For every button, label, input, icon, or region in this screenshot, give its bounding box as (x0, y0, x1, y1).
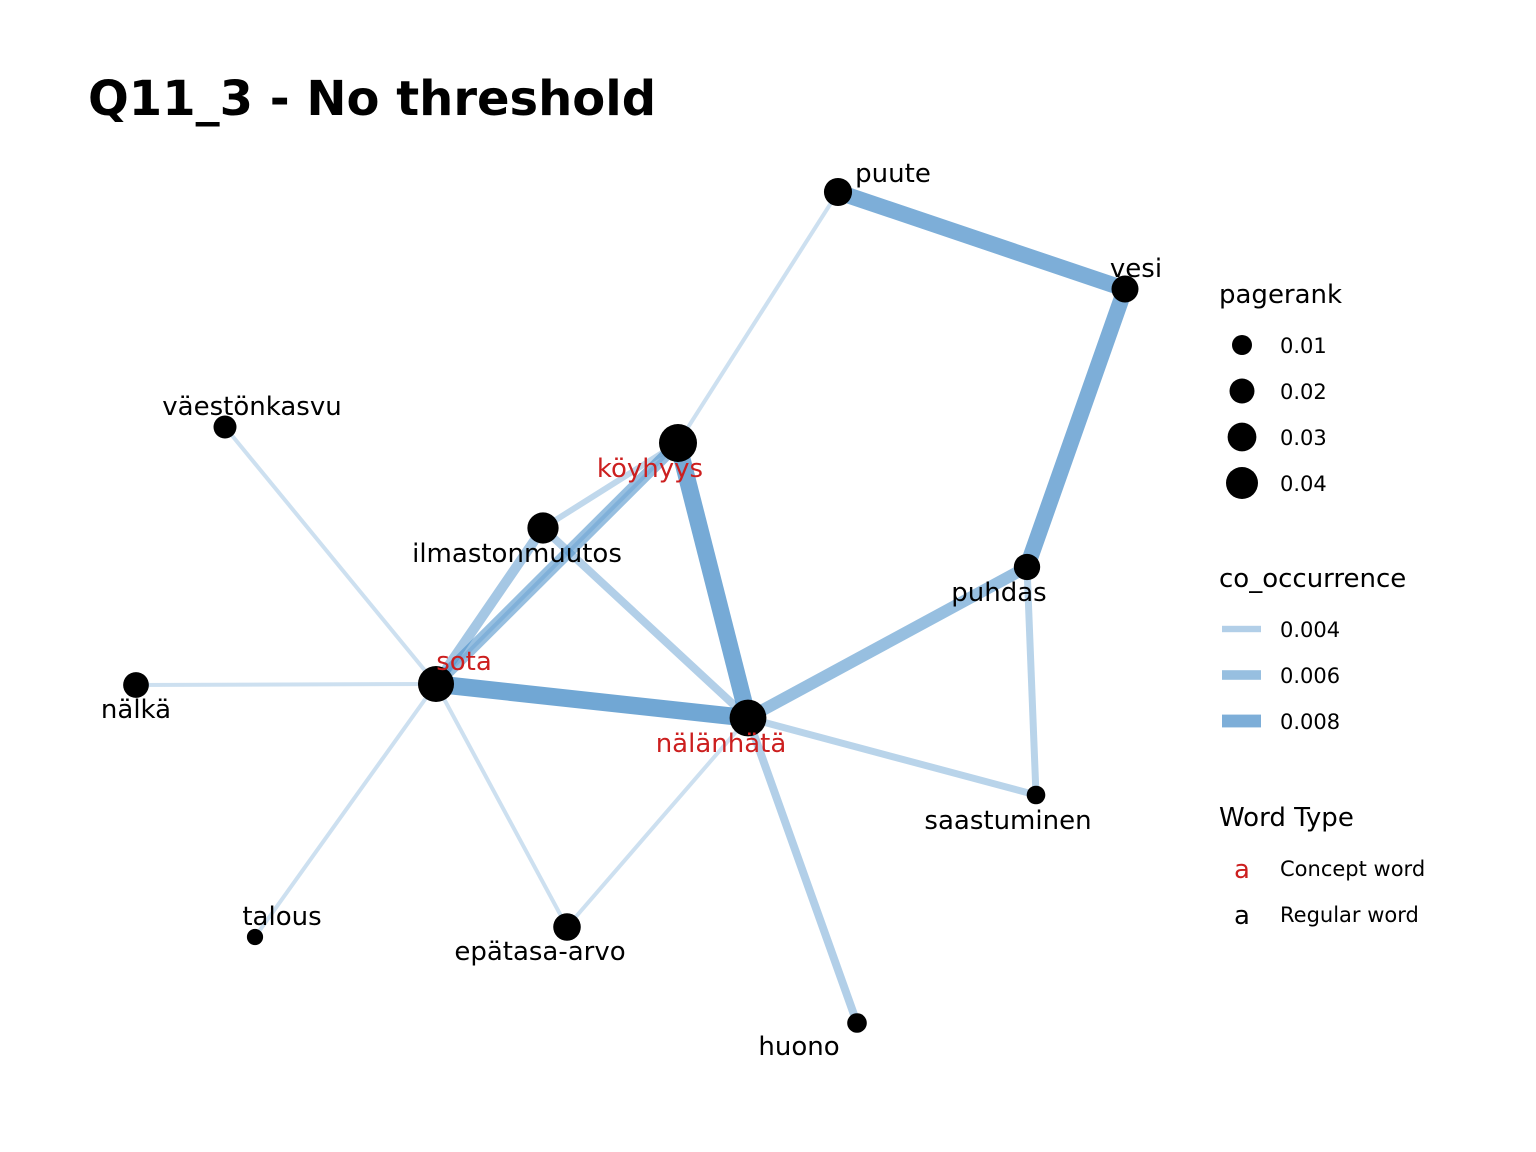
edges-layer (135, 184, 1133, 1025)
node-label-saastuminen: saastuminen (924, 806, 1091, 836)
node-vaestonkasvu (213, 415, 237, 439)
node-koyhyys (659, 424, 697, 462)
edge-puhdas-nalanhata (745, 561, 1030, 724)
node-sota (417, 665, 455, 703)
legend-co-occurrence-swatch-0 (1222, 625, 1261, 633)
edge-vesi-puhdas (1019, 286, 1133, 570)
legend-word-type-key-0: a (1234, 855, 1250, 885)
node-label-sota: sota (436, 647, 492, 677)
node-nalanhata (729, 699, 767, 737)
edge-ilmastonmuutos-nalanhata (540, 525, 751, 721)
legend-pagerank-label-1: 0.02 (1280, 380, 1327, 404)
node-label-puute: puute (855, 159, 931, 189)
legend: pagerank 0.010.020.030.04 co_occurrence … (1219, 280, 1425, 931)
node-label-talous: talous (242, 902, 321, 932)
legend-pagerank-dot-2 (1227, 422, 1257, 452)
node-label-nalanhata: nälänhätä (656, 729, 787, 759)
legend-co-occurrence-label-1: 0.006 (1280, 664, 1340, 688)
edge-nalanhata-saastuminen (747, 714, 1037, 799)
node-label-huono: huono (758, 1032, 839, 1062)
edge-vaestonkasvu-sota (223, 425, 438, 686)
legend-word-type-title: Word Type (1219, 803, 1354, 833)
legend-pagerank-label-3: 0.04 (1280, 472, 1327, 496)
nodes-layer (123, 177, 1139, 1033)
edge-puute-koyhyys (676, 190, 840, 445)
edge-puhdas-saastuminen (1023, 566, 1040, 796)
node-label-puhdas: puhdas (951, 578, 1046, 608)
edge-nalanhata-epatasa (565, 716, 750, 929)
node-nalka (123, 672, 149, 698)
node-epatasa (553, 913, 581, 941)
edge-nalanhata-huono (744, 716, 861, 1025)
node-label-koyhyys: köyhyys (597, 454, 703, 484)
node-label-epatasa: epätasa-arvo (454, 937, 625, 967)
node-ilmastonmuutos (527, 512, 559, 544)
legend-co-occurrence-label-2: 0.008 (1280, 710, 1340, 734)
legend-word-type-label-1: Regular word (1280, 903, 1419, 927)
edge-koyhyys-nalanhata (669, 440, 757, 721)
edge-nalka-sota (135, 682, 437, 687)
node-vesi (1111, 275, 1139, 303)
legend-pagerank-items: 0.01 0.02 0.03 0.04 (1226, 334, 1327, 499)
edge-koyhyys-sota (431, 438, 683, 689)
node-label-vaestonkasvu: väestönkasvu (162, 392, 341, 422)
node-saastuminen (1026, 785, 1046, 805)
labels-layer: puute vesi väestönkasvu köyhyys ilmastonmuut… (101, 159, 1162, 1062)
node-puute (823, 177, 853, 207)
legend-pagerank-title: pagerank (1219, 280, 1342, 310)
legend-co-occurrence-swatch-2 (1222, 714, 1261, 728)
edge-koyhyys-ilmastonmuutos (541, 440, 680, 531)
node-label-ilmastonmuutos: ilmastonmuutos (412, 539, 622, 569)
legend-pagerank-dot-1 (1229, 378, 1255, 404)
legend-pagerank-label-0: 0.01 (1280, 334, 1327, 358)
edge-ilmastonmuutos-sota (431, 525, 548, 687)
legend-word-type-label-0: Concept word (1280, 857, 1425, 881)
node-label-vesi: vesi (1110, 254, 1162, 284)
node-talous (246, 928, 264, 946)
legend-co-occurrence-items: 0.004 0.006 0.008 (1222, 618, 1340, 734)
edge-puute-vesi (835, 184, 1128, 297)
node-label-nalka: nälkä (101, 695, 171, 725)
legend-word-type-key-1: a (1234, 901, 1250, 931)
edge-talous-sota (253, 682, 438, 939)
graph-title: Q11_3 - No threshold (88, 71, 656, 127)
edge-sota-nalanhata (435, 675, 749, 727)
legend-co-occurrence-swatch-1 (1222, 670, 1261, 680)
edge-sota-koyhyys (434, 441, 680, 686)
legend-co-occurrence-title: co_occurrence (1219, 564, 1406, 594)
edge-epatasa-sota (434, 683, 569, 928)
legend-pagerank-dot-3 (1226, 467, 1258, 499)
legend-co-occurrence-label-0: 0.004 (1280, 618, 1340, 642)
node-huono (847, 1013, 867, 1033)
node-puhdas (1013, 553, 1041, 581)
legend-pagerank-dot-0 (1232, 335, 1252, 355)
legend-pagerank-label-2: 0.03 (1280, 426, 1327, 450)
